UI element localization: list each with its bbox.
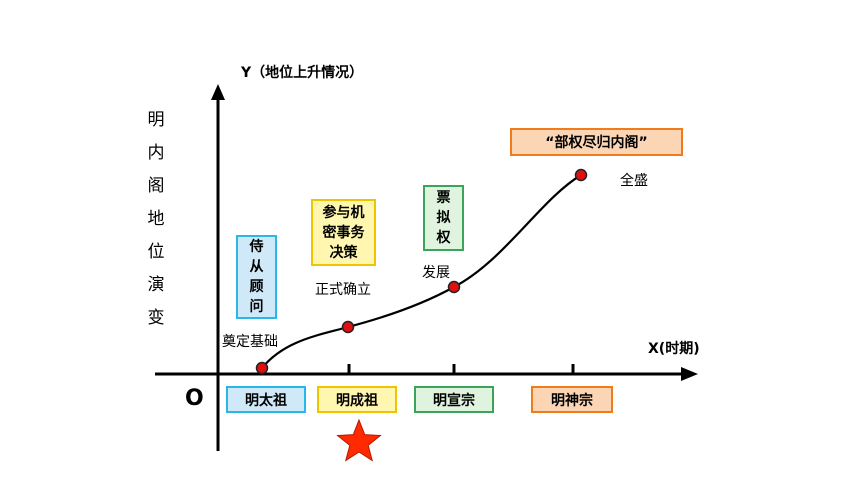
- period-box-xuanzong: 明宣宗: [414, 386, 494, 413]
- side-title-char: 明: [147, 110, 165, 130]
- curve-point-2: [341, 320, 355, 334]
- period-box-chengzu: 明成祖: [317, 386, 397, 413]
- point-label-1: 奠定基础: [222, 334, 278, 350]
- side-title-char: 阁: [147, 176, 165, 196]
- side-title-char: 演: [147, 275, 165, 295]
- stage-box-4: “部权尽归内阁”: [510, 128, 683, 156]
- point-label-4: 全盛: [620, 173, 648, 189]
- side-title-char: 内: [147, 143, 165, 163]
- stage-box-3-line: 权: [436, 230, 451, 246]
- stage-box-1-line: 从: [249, 259, 264, 275]
- stage-box-2-line: 参与机: [322, 204, 365, 221]
- stage-box-1-line: 顾: [249, 279, 264, 295]
- star-icon: [336, 418, 382, 462]
- point-label-2: 正式确立: [315, 282, 371, 298]
- stage-box-3-line: 票: [436, 190, 451, 206]
- curve-point-4: [574, 168, 588, 182]
- period-box-taizu: 明太祖: [226, 386, 306, 413]
- x-axis-arrow: [681, 367, 698, 381]
- y-axis-arrow: [211, 84, 225, 100]
- curve-point-1: [255, 361, 269, 375]
- curve-point-3: [447, 280, 461, 294]
- stage-box-2-line: 决策: [329, 244, 358, 261]
- stage-box-1-line: 问: [249, 299, 264, 315]
- stage-box-3: 票 拟 权: [423, 185, 464, 251]
- stage-box-1-line: 侍: [249, 239, 264, 255]
- stage-box-2-line: 密事务: [322, 224, 365, 241]
- side-title-char: 位: [147, 242, 165, 262]
- stage-box-2: 参与机 密事务 决策: [311, 199, 376, 266]
- origin-label: O: [185, 386, 204, 411]
- status-curve: [261, 174, 582, 369]
- stage-box-3-line: 拟: [436, 210, 451, 226]
- point-label-3: 发展: [422, 265, 450, 281]
- side-title-char: 变: [147, 308, 165, 328]
- stage-box-1: 侍 从 顾 问: [236, 235, 277, 319]
- side-title-char: 地: [147, 209, 165, 229]
- x-axis-label: X(时期): [648, 341, 700, 357]
- y-axis-label: Y（地位上升情况）: [241, 65, 364, 81]
- side-title: 明 内 阁 地 位 演 变: [144, 104, 168, 335]
- period-box-shenzong: 明神宗: [531, 386, 613, 413]
